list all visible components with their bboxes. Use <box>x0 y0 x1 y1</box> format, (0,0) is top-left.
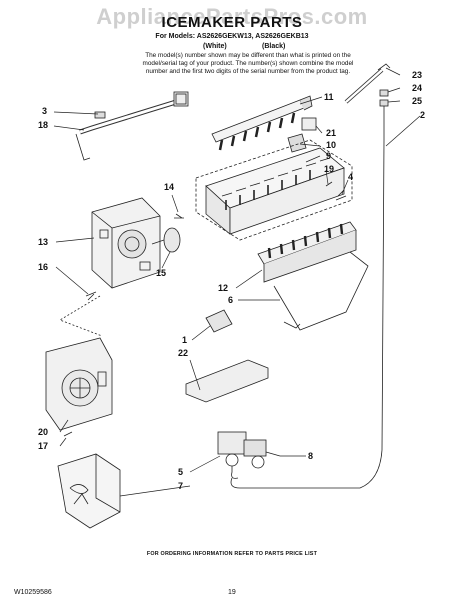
callout-11: 11 <box>324 92 334 102</box>
heater-assembly <box>257 221 357 283</box>
callout-25: 25 <box>412 96 423 106</box>
page-title: ICEMAKER PARTS <box>161 14 303 31</box>
control-module <box>45 337 113 431</box>
leader-lines <box>53 67 421 497</box>
callout-1: 1 <box>182 335 188 345</box>
ejector-blades <box>211 95 313 151</box>
callout-13: 13 <box>38 237 49 247</box>
page-number: 19 <box>228 589 236 596</box>
ordering-info-footer: FOR ORDERING INFORMATION REFER TO PARTS … <box>146 551 318 557</box>
front-cover <box>57 453 121 529</box>
wire-harness <box>75 91 189 161</box>
note-line-1: The model(s) number shown may be differe… <box>145 52 351 59</box>
callout-9: 9 <box>326 151 332 161</box>
screw-14 <box>174 213 184 219</box>
callout-21: 21 <box>326 128 337 138</box>
fill-tube <box>344 63 391 107</box>
callout-14: 14 <box>164 182 175 192</box>
callout-17: 17 <box>38 441 49 451</box>
shield-22 <box>185 359 269 403</box>
color-white-label: (White) <box>203 43 227 50</box>
model-note: The model(s) number shown may be differe… <box>118 52 378 76</box>
callout-19: 19 <box>324 164 335 174</box>
coupler <box>163 227 181 253</box>
callout-20: 20 <box>38 427 49 437</box>
heater-wire-end <box>283 321 301 329</box>
control-housing <box>91 197 161 289</box>
callout-10: 10 <box>326 140 337 150</box>
screw-19 <box>325 181 333 187</box>
callout-5: 5 <box>178 467 184 477</box>
callout-4: 4 <box>348 172 354 182</box>
callout-16: 16 <box>38 262 49 272</box>
part-21-shape <box>301 117 317 131</box>
water-line <box>230 106 385 489</box>
color-black-label: (Black) <box>262 43 286 50</box>
callout-18: 18 <box>38 120 49 130</box>
callout-6: 6 <box>228 295 234 305</box>
callout-8: 8 <box>308 451 314 461</box>
models-line: For Models: AS2626GEKW13, AS2626GEKB13 <box>155 33 309 40</box>
callout-3: 3 <box>42 106 48 116</box>
document-part-number: W10259586 <box>14 589 52 596</box>
callout-22: 22 <box>178 348 189 358</box>
screw-16 <box>85 291 97 301</box>
clip-1 <box>205 309 233 333</box>
screw-17 <box>63 431 73 437</box>
callout-2: 2 <box>420 110 426 120</box>
note-line-3: number and the first two digits of the s… <box>145 68 351 75</box>
callout-7: 7 <box>178 481 184 491</box>
note-line-2: model/serial tag of your product. The nu… <box>142 60 354 67</box>
callout-24: 24 <box>412 83 423 93</box>
callout-12: 12 <box>218 283 229 293</box>
callout-15: 15 <box>156 268 167 278</box>
ice-mold-outline <box>195 139 353 241</box>
callout-23: 23 <box>412 70 423 80</box>
watermark: AppliancePartsPros.com <box>96 4 368 29</box>
ice-mold <box>205 147 345 235</box>
heater-wire <box>273 251 369 331</box>
water-valve <box>217 431 281 469</box>
valve-outlet <box>231 466 239 479</box>
part-10-shape <box>287 133 307 153</box>
